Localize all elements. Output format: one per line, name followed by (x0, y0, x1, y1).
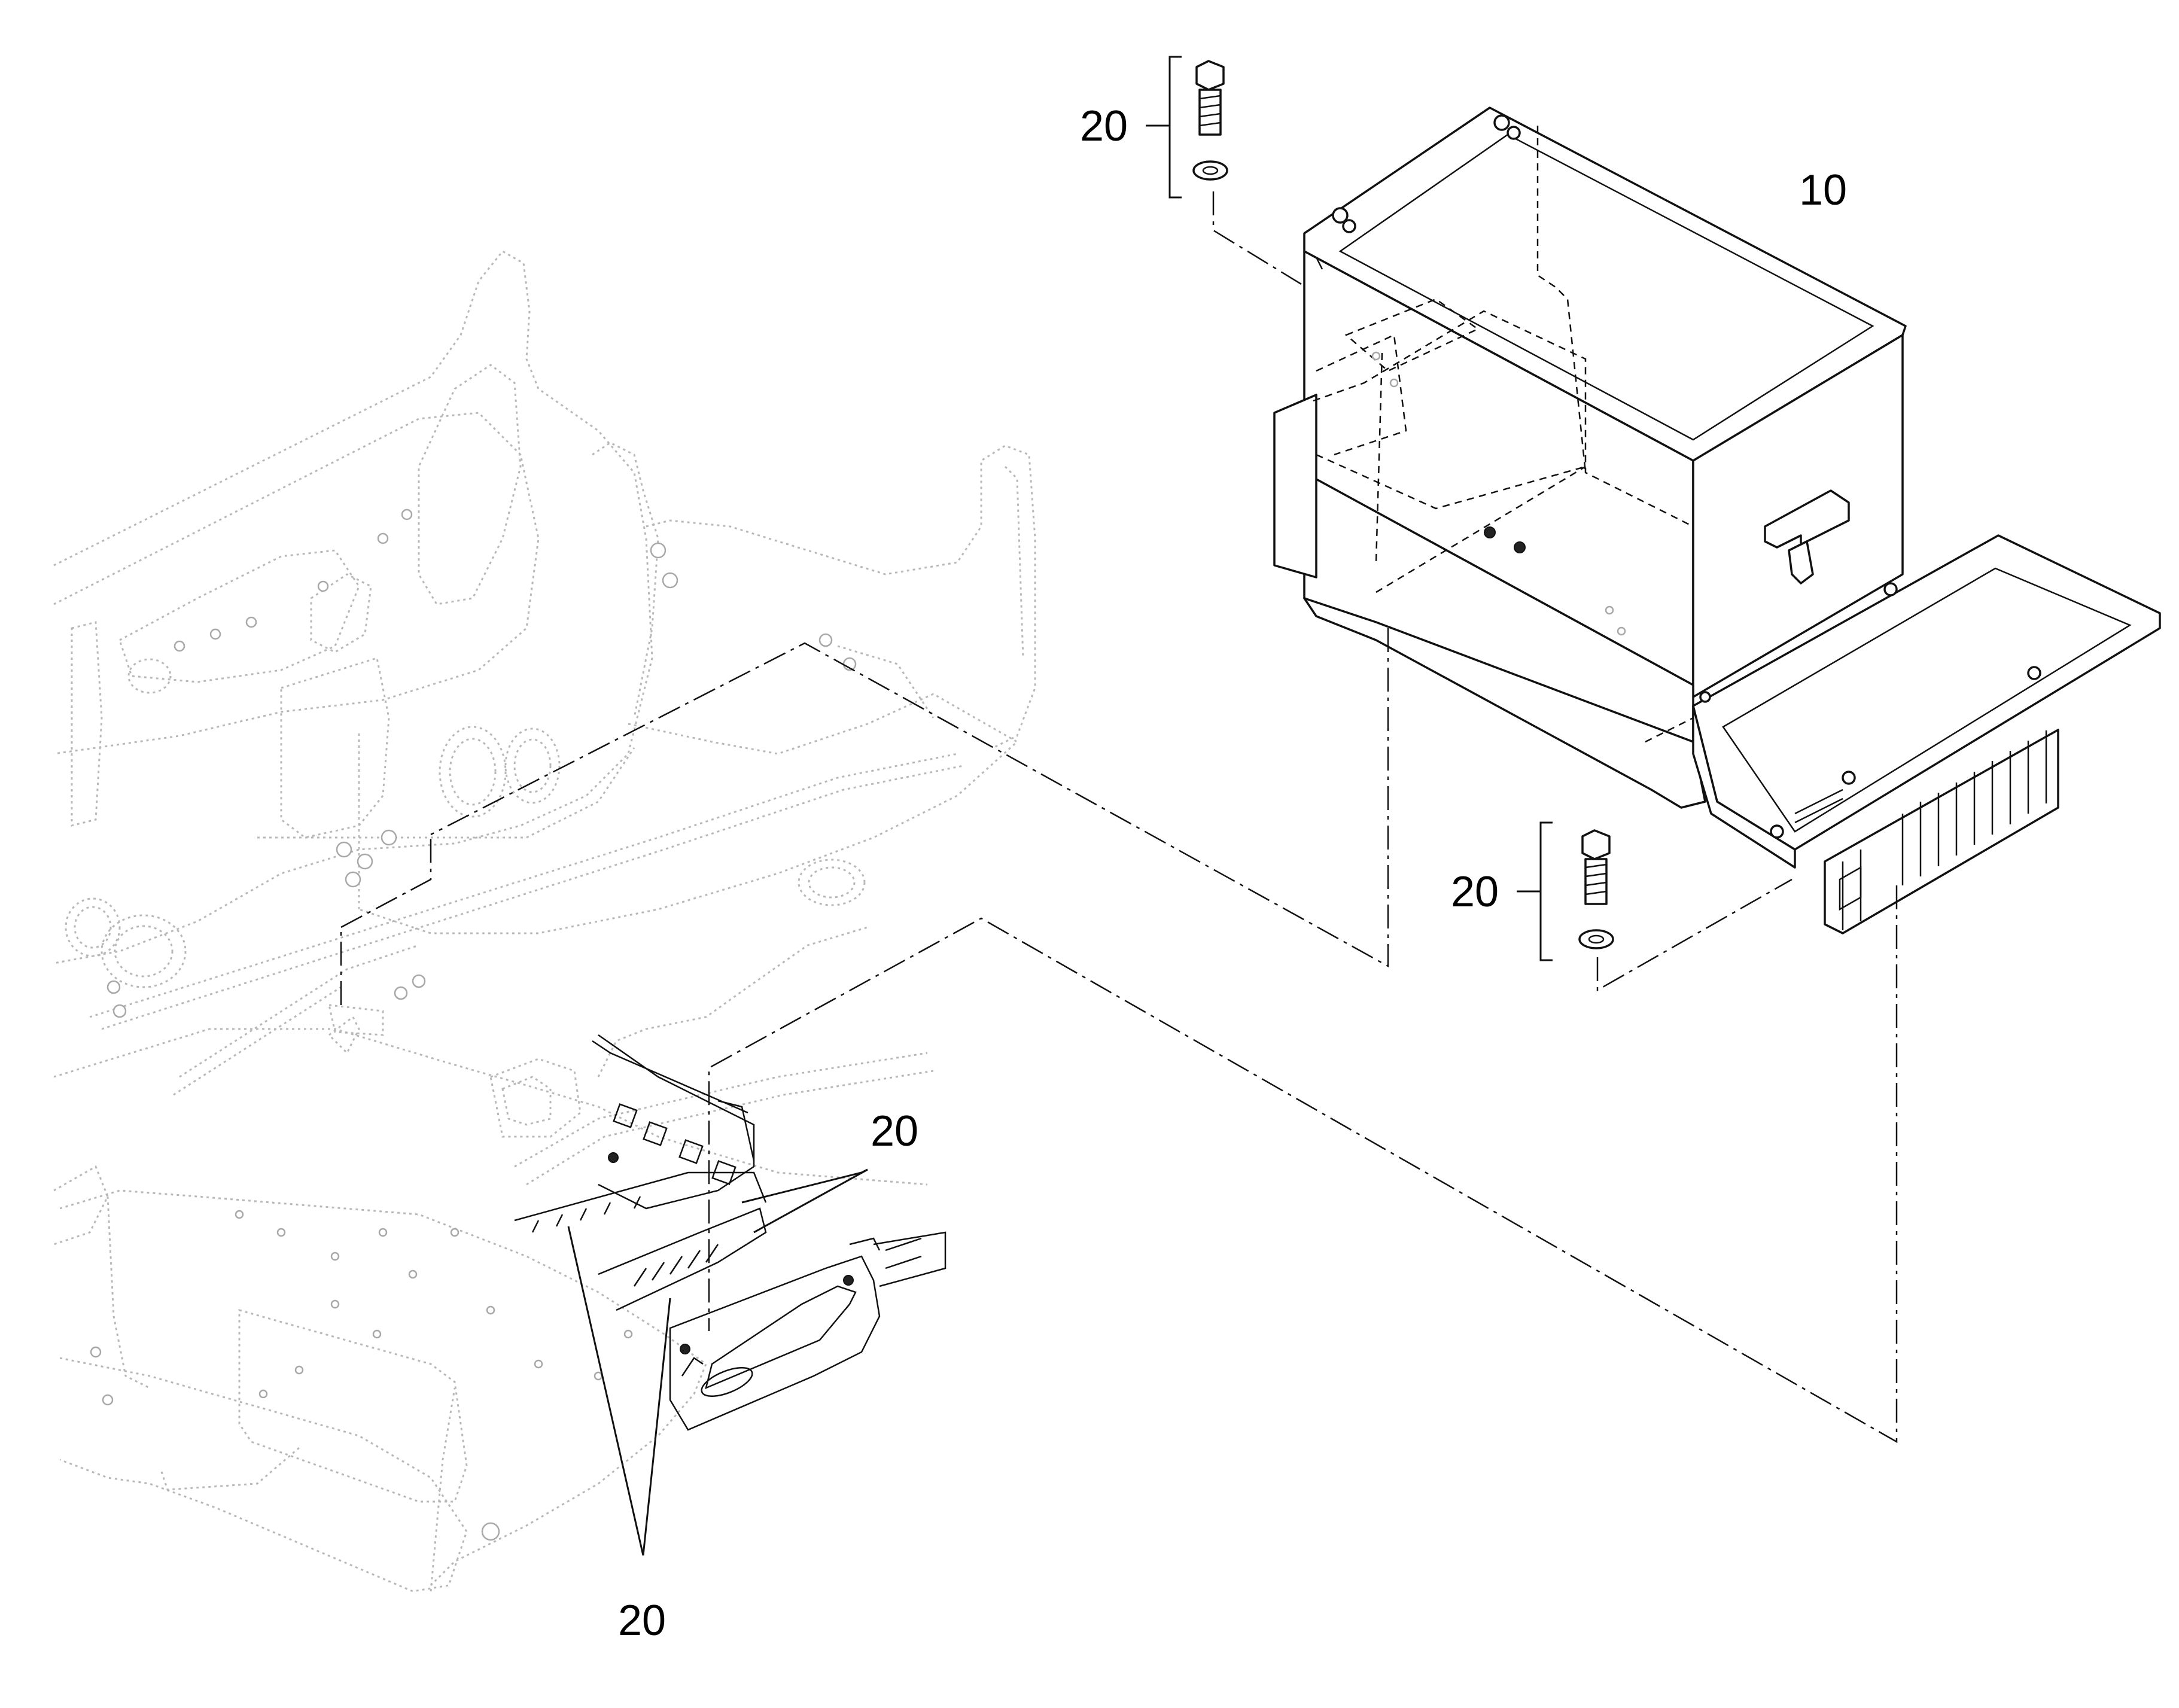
callout-brackets (567, 56, 1553, 1556)
callout-item-20-mid: 20 (871, 1107, 918, 1155)
bolt-washer-top (1192, 60, 1228, 181)
battery-tray (1692, 534, 2161, 934)
frame-holes (90, 509, 857, 1541)
bracket-slots (531, 1103, 753, 1397)
callout-item-20-right: 20 (1451, 868, 1499, 916)
callout-item-10: 10 (1799, 166, 1847, 214)
callout-item-20-top: 20 (1080, 102, 1128, 150)
callout-labels: 10 20 20 20 20 (618, 102, 1847, 1645)
callout-item-20-bottom: 20 (618, 1597, 666, 1645)
assembly-centerlines (340, 191, 1898, 1444)
battery-box (1273, 106, 1907, 809)
bolt-washer-right (1578, 829, 1614, 949)
tray-vent-slots (1901, 730, 2047, 885)
chassis-frame (53, 250, 1036, 1593)
mounting-bracket (514, 1034, 947, 1431)
